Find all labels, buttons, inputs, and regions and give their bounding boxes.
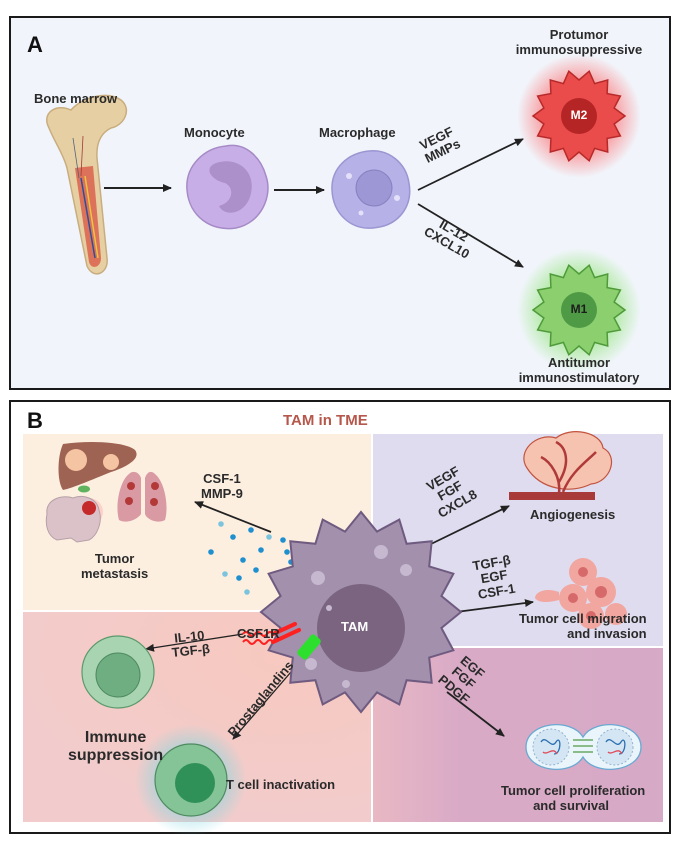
migration-label: Tumor cell migration and invasion <box>519 611 647 642</box>
lungs-icon <box>117 471 167 522</box>
arrow-to-immune-cell <box>145 633 244 652</box>
immune-suppression-line1: Immune <box>84 729 147 746</box>
metastasis-factors: CSF-1 MMP-9 <box>201 471 243 502</box>
particle-dot <box>258 547 264 553</box>
m1-title: Antitumor immunostimulatory <box>511 355 647 386</box>
arrow-to-t-cell <box>232 671 292 740</box>
t-cell-icon <box>135 724 247 836</box>
particle-dot <box>236 575 242 581</box>
particle-dot <box>208 549 214 555</box>
liver-icon <box>58 442 137 493</box>
t-cell-inactivation-label: T cell inactivation <box>226 777 336 792</box>
m2-title: Protumor immunosuppressive <box>511 27 647 58</box>
proliferation-label: Tumor cell proliferation and survival <box>11 783 669 814</box>
proliferation-label-line2: and survival <box>533 797 609 813</box>
metastasis-label-line2: metastasis <box>81 565 149 581</box>
dividing-cell-icon <box>525 724 642 770</box>
particle-dot <box>218 521 224 527</box>
immune-factors: IL-10 TGF-β <box>170 627 211 660</box>
monocyte-icon <box>186 144 269 230</box>
m1-label: M1 <box>570 302 588 316</box>
immune-suppression-line2: suppression <box>68 747 164 765</box>
bone-marrow-label: Bone marrow <box>34 91 118 106</box>
panel-a-illustration <box>46 54 641 372</box>
csf1r-label: CSF1R <box>237 626 280 641</box>
panel-b: B TAM in TME CSF-1 MMP-9 Tumor metastasi… <box>9 400 671 836</box>
particle-dot <box>240 557 246 563</box>
bone-icon <box>46 94 128 275</box>
migration-label-line2: and invasion <box>567 625 647 641</box>
m2-title-line2: immunosuppressive <box>515 41 643 57</box>
tam-label: TAM <box>341 619 369 634</box>
monocyte-label: Monocyte <box>184 125 245 140</box>
m1-title-line1: Antitumor <box>547 355 611 370</box>
particle-dot <box>230 534 236 540</box>
panel-b-letter: B <box>27 408 43 433</box>
arrow-to-proliferation <box>446 691 505 737</box>
m2-label: M2 <box>570 108 588 122</box>
particle-dot <box>284 549 290 555</box>
tumor-cell-cluster-icon <box>535 558 627 629</box>
arrow-macrophage-to-m2 <box>417 138 524 191</box>
particle-dot <box>253 567 259 573</box>
metastasis-label: Tumor metastasis <box>81 551 149 582</box>
factor-csf1: CSF-1 <box>203 471 241 486</box>
arrow-to-metastasis <box>194 501 272 533</box>
panel-b-title: TAM in TME <box>283 412 368 429</box>
m1-macrophage-icon <box>517 248 641 372</box>
macrophage-icon <box>331 150 411 229</box>
angiogenesis-label: Angiogenesis <box>530 507 616 522</box>
m2-macrophage-icon <box>517 54 641 178</box>
factor-mmp9: MMP-9 <box>201 485 243 501</box>
immune-suppression-label: Immune suppression <box>68 729 163 766</box>
m2-title-line1: Protumor <box>549 27 609 42</box>
arrow-to-angiogenesis <box>430 505 510 545</box>
prostaglandin-receptor-icon <box>297 634 321 660</box>
immune-cell-icon <box>81 635 155 709</box>
metastasis-label-line1: Tumor <box>94 551 135 566</box>
m1-title-line2: immunostimulatory <box>518 369 640 385</box>
particle-dot <box>266 534 272 540</box>
arrow-macrophage-to-m1 <box>417 203 524 268</box>
macrophage-label: Macrophage <box>319 125 396 140</box>
panel-a-letter: A <box>27 32 43 57</box>
proliferation-label-line1: Tumor cell proliferation <box>501 783 646 798</box>
panel-b-illustration <box>23 431 663 836</box>
migration-factors: TGF-β EGF CSF-1 <box>471 552 517 602</box>
tam-cell-icon <box>259 510 463 714</box>
particle-dot <box>280 537 286 543</box>
particle-dot <box>244 589 250 595</box>
panel-a: A Bone marrow Monocyte Macrophage Protum… <box>9 16 671 390</box>
arrow-to-migration <box>455 599 534 613</box>
blood-vessel-icon <box>509 431 613 500</box>
particle-dot <box>222 571 228 577</box>
particle-dot <box>248 527 254 533</box>
brain-icon <box>45 496 103 543</box>
migration-label-line1: Tumor cell migration <box>519 611 647 626</box>
csf1r-receptor-icon <box>242 622 301 645</box>
